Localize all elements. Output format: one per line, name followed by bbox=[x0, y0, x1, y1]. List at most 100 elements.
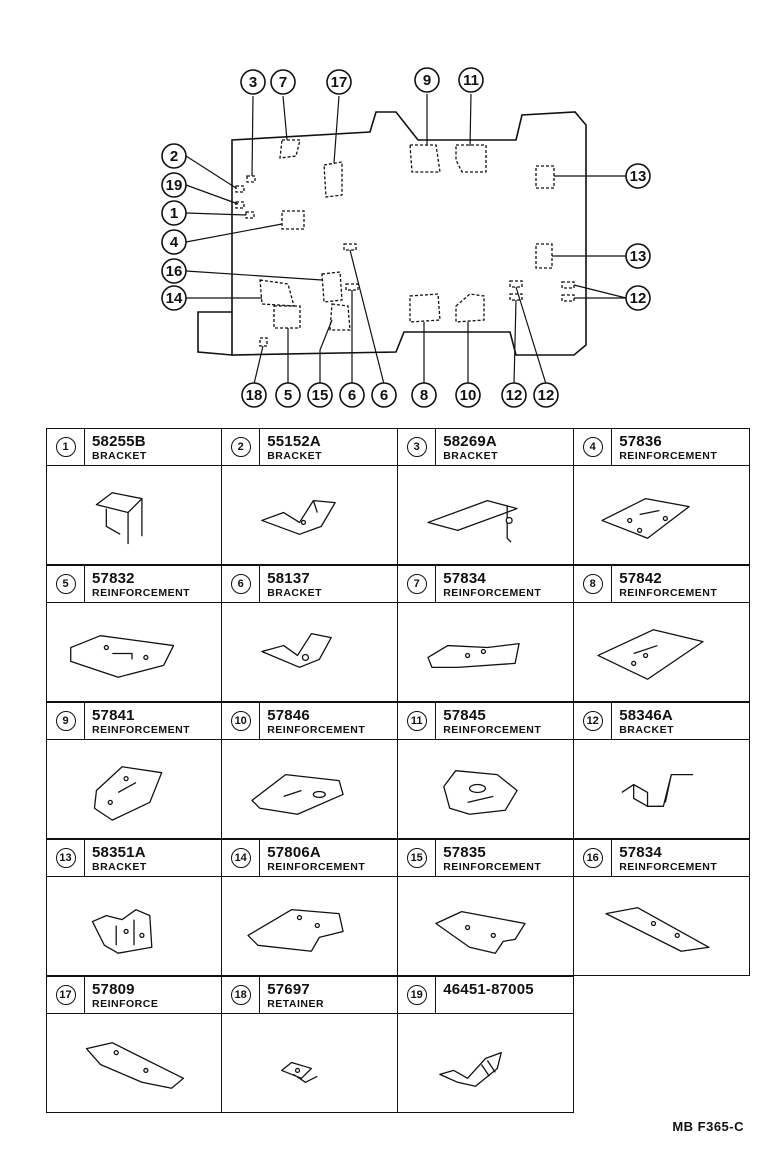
part-illustration bbox=[221, 876, 398, 976]
part-illustration bbox=[397, 1013, 574, 1113]
callout-circle bbox=[275, 382, 301, 408]
part-name: BRACKET bbox=[267, 450, 323, 462]
callout-label: 16 bbox=[166, 263, 183, 280]
callout-circle bbox=[371, 382, 397, 408]
part-index-label: 13 bbox=[55, 848, 76, 868]
callout-label: 12 bbox=[538, 387, 555, 404]
part-number: 57834 bbox=[619, 844, 662, 861]
part-index-label: 2 bbox=[230, 437, 251, 457]
part-number: 46451-87005 bbox=[443, 981, 534, 998]
callout-label: 13 bbox=[630, 248, 647, 265]
part-index: 1 bbox=[47, 429, 85, 465]
part-name: REINFORCEMENT bbox=[443, 587, 542, 599]
callout-circle bbox=[458, 67, 484, 93]
part-index: 6 bbox=[222, 566, 261, 602]
callout-label: 12 bbox=[630, 290, 647, 307]
callout-circle bbox=[161, 172, 187, 198]
part-index-label: 16 bbox=[582, 848, 603, 868]
part-illustration bbox=[221, 465, 398, 565]
part-name: REINFORCEMENT bbox=[619, 861, 718, 873]
callout-circle bbox=[625, 243, 651, 269]
part-name: BRACKET bbox=[92, 450, 147, 462]
callout-label: 6 bbox=[380, 387, 388, 404]
part-number: 55152A bbox=[267, 433, 321, 450]
part-number: 57846 bbox=[267, 707, 310, 724]
callout-circle bbox=[161, 285, 187, 311]
callout-label: 11 bbox=[463, 72, 479, 89]
part-index: 10 bbox=[222, 703, 261, 739]
part-name: REINFORCEMENT bbox=[267, 861, 366, 873]
part-index-label: 3 bbox=[406, 437, 427, 457]
part-index-label: 11 bbox=[406, 711, 427, 731]
callout-circle bbox=[161, 258, 187, 284]
part-index-label: 7 bbox=[406, 574, 427, 594]
part-illustration bbox=[46, 1013, 222, 1113]
callout-circle bbox=[326, 69, 352, 95]
part-name: REINFORCEMENT bbox=[92, 587, 191, 599]
part-index: 5 bbox=[47, 566, 85, 602]
part-number: 57835 bbox=[443, 844, 486, 861]
callout-label: 1 bbox=[170, 205, 178, 222]
callout-label: 9 bbox=[423, 72, 431, 89]
part-index: 11 bbox=[398, 703, 437, 739]
callout-label: 19 bbox=[166, 177, 183, 194]
part-illustration bbox=[397, 739, 574, 839]
part-illustration bbox=[46, 876, 222, 976]
part-illustration bbox=[397, 602, 574, 702]
part-index-label: 14 bbox=[230, 848, 251, 868]
callout-label: 6 bbox=[348, 387, 356, 404]
part-index-label: 19 bbox=[406, 985, 427, 1005]
callout-circle bbox=[240, 69, 266, 95]
callout-label: 4 bbox=[170, 234, 179, 251]
callout-label: 10 bbox=[460, 387, 477, 404]
part-number: 57832 bbox=[92, 570, 135, 587]
part-illustration bbox=[397, 876, 574, 976]
part-name: BRACKET bbox=[443, 450, 499, 462]
part-index-label: 15 bbox=[406, 848, 427, 868]
part-number: 57834 bbox=[443, 570, 486, 587]
part-number: 58351A bbox=[92, 844, 146, 861]
callout-label: 18 bbox=[246, 387, 263, 404]
callout-label: 12 bbox=[506, 387, 523, 404]
part-illustration bbox=[46, 602, 222, 702]
part-illustration bbox=[221, 1013, 398, 1113]
part-number: 57845 bbox=[443, 707, 486, 724]
callout-circle bbox=[414, 67, 440, 93]
part-name: RETAINER bbox=[267, 998, 325, 1010]
callout-label: 7 bbox=[279, 74, 287, 91]
callout-label: 5 bbox=[284, 387, 292, 404]
part-illustration bbox=[573, 876, 750, 976]
callout-label: 8 bbox=[420, 387, 428, 404]
callout-circle bbox=[625, 163, 651, 189]
callout-circle bbox=[161, 200, 187, 226]
callout-label: 13 bbox=[630, 168, 647, 185]
part-index: 3 bbox=[398, 429, 437, 465]
part-illustration bbox=[397, 465, 574, 565]
callout-label: 3 bbox=[249, 74, 257, 91]
part-number: 58269A bbox=[443, 433, 497, 450]
callout-circle bbox=[270, 69, 296, 95]
floor-step bbox=[197, 311, 233, 356]
floor-outline bbox=[231, 111, 587, 356]
part-index-label: 1 bbox=[55, 437, 76, 457]
part-header: 19 46451-87005 bbox=[397, 976, 574, 1014]
